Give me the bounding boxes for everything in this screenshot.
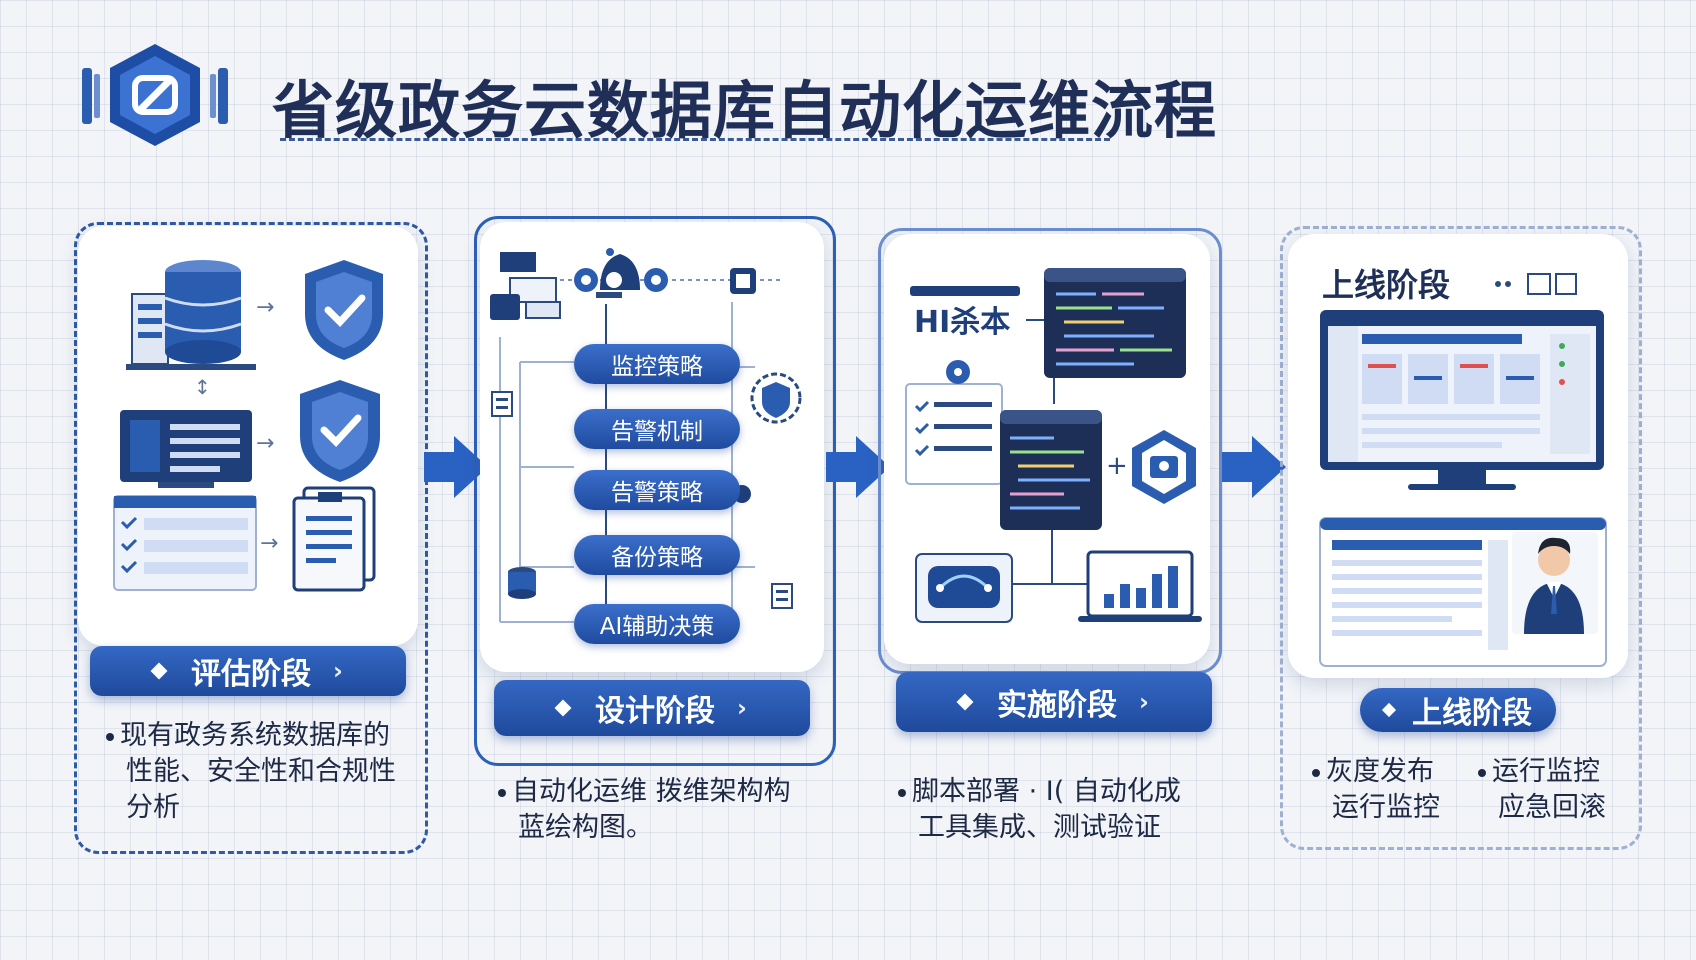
svg-text:→: → (256, 295, 274, 320)
security-shield-icon (305, 260, 383, 360)
title-divider (280, 138, 1110, 141)
diamond-icon (150, 662, 168, 680)
stage-implementation-description: 脚本部署 · I( 自动化成 工具集成、测试验证 (898, 774, 1228, 846)
flow-step-2[interactable]: 告警机制 (574, 409, 740, 449)
diamond-icon (554, 699, 572, 717)
stage-design-banner[interactable]: 设计阶段 › (494, 680, 810, 736)
laptop-chart-icon (1078, 550, 1202, 622)
launch-item-2-line-1: 运行监控 (1492, 756, 1600, 787)
launch-item-1-line-1: 灰度发布 (1326, 756, 1434, 787)
module-icon (730, 268, 756, 294)
checklist-icon (905, 360, 1003, 485)
stage-launch-card: 上线阶段 (1288, 234, 1628, 678)
stage-assessment-banner[interactable]: 评估阶段 › (90, 646, 406, 696)
flow-step-1[interactable]: 监控策略 (574, 344, 740, 384)
stage-assessment-label: 评估阶段 (191, 657, 312, 692)
diamond-icon (956, 693, 974, 711)
flow-step-4[interactable]: 备份策略 (574, 535, 740, 575)
flow-arrow-icon (420, 432, 492, 502)
database-icon (508, 567, 536, 599)
stage-implementation-banner[interactable]: 实施阶段 › (896, 672, 1212, 732)
stage-launch-outline (1280, 226, 1642, 850)
workflow-panel-icon (915, 553, 1013, 623)
document-icon (771, 583, 793, 609)
stage-assessment-outline (74, 222, 428, 854)
server-rack-icon (490, 252, 561, 320)
stage-design-outline (474, 216, 836, 766)
diamond-icon (1381, 702, 1397, 718)
svg-text:↕: ↕ (194, 375, 211, 399)
launch-item-2-line-2: 应急回滚 (1498, 792, 1606, 823)
desc-line-2: 性能、安全性和合规性 (126, 756, 396, 787)
stage-launch-header: 上线阶段 (1322, 266, 1451, 304)
production-monitor-icon (1320, 310, 1604, 490)
chevron-right-icon: › (737, 694, 747, 722)
code-editor-icon (1044, 268, 1186, 378)
flow-arrow-icon (822, 432, 894, 502)
operator-avatar (1512, 532, 1598, 634)
script-label-text: HI杀本 (914, 305, 1010, 340)
stage-assessment-description: 现有政务系统数据库的 性能、安全性和合规性 分析 (106, 718, 426, 826)
database-server-icon (126, 260, 256, 370)
compliance-shield-icon (300, 380, 380, 482)
svg-text:→: → (260, 531, 278, 556)
stage-launch-banner[interactable]: 上线阶段 (1360, 688, 1556, 732)
desc-line-2: 工具集成、测试验证 (918, 812, 1161, 843)
bullet-icon (106, 732, 114, 741)
integration-hex-icon (1132, 430, 1196, 504)
stage-design-description: 自动化运维 拨维架构构 蓝绘构图。 (498, 774, 828, 846)
desc-line-3: 分析 (126, 792, 180, 823)
flow-step-3[interactable]: 告警策略 (574, 470, 740, 510)
stage-implementation-label: 实施阶段 (997, 688, 1118, 723)
stage-launch-label: 上线阶段 (1412, 696, 1532, 731)
stage-design-label: 设计阶段 (595, 694, 716, 729)
flow-arrow-icon (1218, 432, 1290, 502)
bullet-icon (498, 788, 506, 797)
svg-text:+: + (1106, 451, 1128, 481)
svg-text:→: → (256, 431, 274, 456)
stage-assessment-card: → ↕ → → (78, 226, 418, 646)
logo-icon (80, 40, 230, 150)
desc-line-1: 自动化运维 拨维架构构 (512, 776, 791, 807)
report-document-icon (292, 486, 376, 592)
stage-implementation-card: HI杀本 (884, 234, 1210, 664)
checklist-table-icon (113, 495, 257, 591)
desc-line-2: 蓝绘构图。 (518, 812, 653, 843)
desc-line-1: 现有政务系统数据库的 (120, 720, 390, 751)
monitor-dashboard-icon (120, 410, 252, 488)
bullet-icon (1478, 768, 1486, 777)
desc-line-1: 脚本部署 · I( 自动化成 (912, 776, 1181, 807)
shield-gear-icon (750, 372, 802, 424)
flow-step-5[interactable]: AI辅助决策 (574, 604, 740, 644)
terminal-icon (1000, 410, 1102, 530)
bullet-icon (898, 788, 906, 797)
settings-toggle-icon (1495, 273, 1577, 295)
network-topology-icon (560, 248, 780, 298)
chevron-right-icon: › (333, 657, 343, 685)
bullet-icon (1312, 768, 1320, 777)
launch-item-1-line-2: 运行监控 (1332, 792, 1440, 823)
list-icon (491, 391, 513, 417)
page-title: 省级政务云数据库自动化运维流程 (272, 74, 1218, 147)
chevron-right-icon: › (1139, 688, 1149, 716)
